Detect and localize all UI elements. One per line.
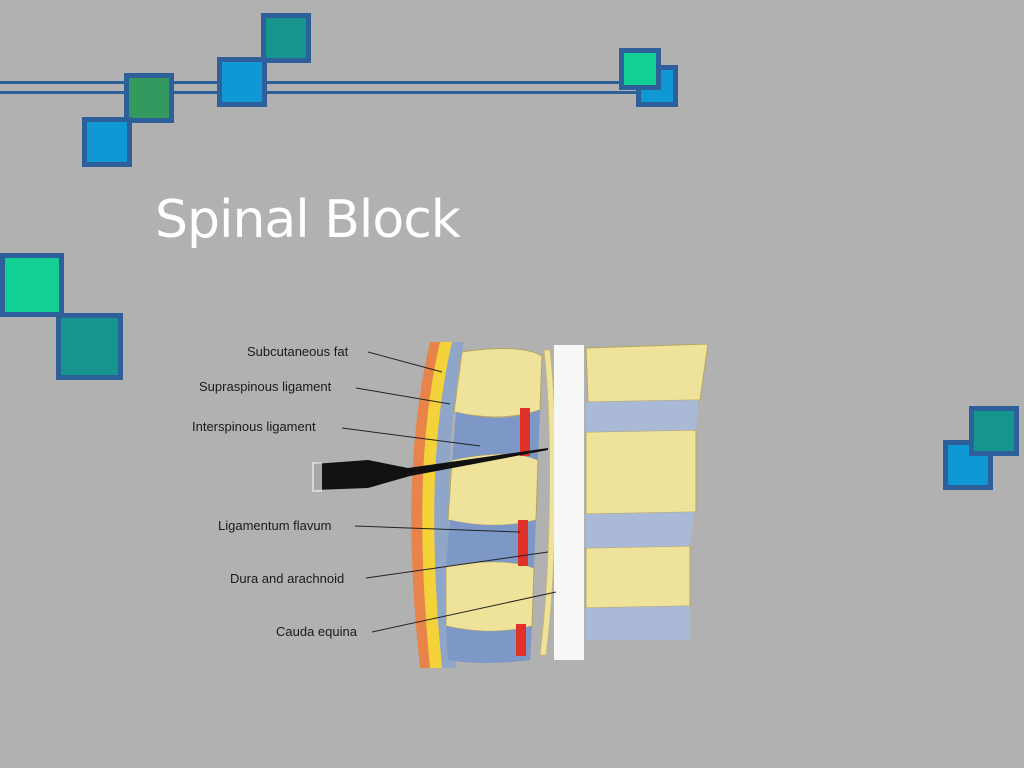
decor-square-mint-rail-end (619, 48, 661, 90)
label-supraspinous-ligament: Supraspinous ligament (199, 379, 332, 394)
decor-square-mint-left (0, 253, 64, 317)
decor-rail-bottom (0, 91, 650, 94)
decor-square-blue-mid (217, 57, 267, 107)
leader-lines (341, 351, 557, 633)
label-interspinous-ligament: Interspinous ligament (192, 419, 316, 434)
decor-square-green (124, 73, 174, 123)
slide-title: Spinal Block (155, 190, 461, 250)
label-subcutaneous-fat: Subcutaneous fat (247, 344, 349, 359)
label-ligamentum-flavum: Ligamentum flavum (218, 518, 331, 533)
decor-square-teal-top (261, 13, 311, 63)
decor-square-teal-left (56, 313, 123, 380)
decor-square-teal-right (969, 406, 1019, 456)
label-dura-and-arachnoid: Dura and arachnoid (230, 571, 344, 586)
decor-square-blue-low (82, 117, 132, 167)
spine-illustration (312, 342, 709, 668)
decor-rail-top (0, 81, 650, 84)
label-cauda-equina: Cauda equina (276, 624, 358, 639)
